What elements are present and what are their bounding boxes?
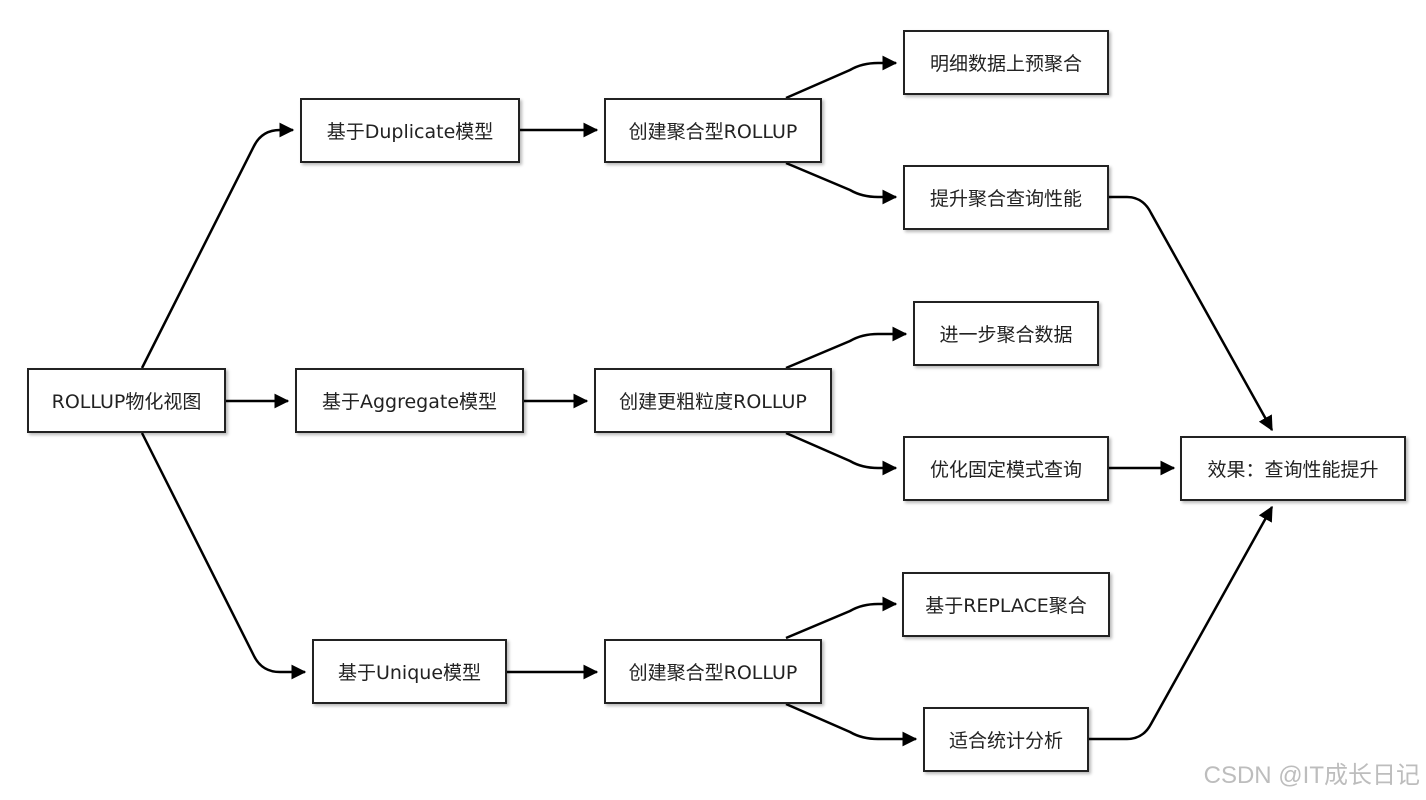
node-aggregate-model: 基于Aggregate模型: [295, 368, 524, 433]
node-improve-aggregate-query: 提升聚合查询性能: [903, 165, 1109, 230]
edge-rollup3-to-statistics: [785, 702, 918, 747]
edge-statistics-to-result: [1089, 505, 1274, 741]
edge-root-to-duplicate: [140, 122, 295, 369]
node-create-aggregate-rollup-2: 创建聚合型ROLLUP: [604, 639, 822, 704]
node-create-aggregate-rollup-1: 创建聚合型ROLLUP: [604, 98, 822, 163]
node-statistics-analysis: 适合统计分析: [923, 707, 1089, 772]
edge-rollup3-to-replace: [785, 596, 898, 640]
watermark: CSDN @IT成长日记: [1203, 762, 1420, 789]
node-result-query-performance: 效果：查询性能提升: [1180, 436, 1406, 501]
node-optimize-fixed-query: 优化固定模式查询: [903, 436, 1109, 501]
node-rollup-materialized-view: ROLLUP物化视图: [27, 368, 226, 433]
edge-rollup2-to-optimize: [785, 431, 898, 476]
node-further-aggregate: 进一步聚合数据: [913, 301, 1099, 366]
edge-rollup1-to-improve: [785, 161, 898, 205]
edge-rollup1-to-preaggregate: [785, 55, 898, 100]
node-duplicate-model: 基于Duplicate模型: [300, 98, 520, 163]
edge-improve-to-result: [1109, 195, 1274, 432]
node-replace-aggregate: 基于REPLACE聚合: [902, 572, 1110, 637]
node-create-coarse-rollup: 创建更粗粒度ROLLUP: [594, 368, 832, 433]
edge-rollup2-to-further: [785, 326, 908, 370]
edge-root-to-unique: [140, 432, 307, 680]
node-unique-model: 基于Unique模型: [312, 639, 507, 704]
node-pre-aggregate-detail: 明细数据上预聚合: [903, 30, 1109, 95]
